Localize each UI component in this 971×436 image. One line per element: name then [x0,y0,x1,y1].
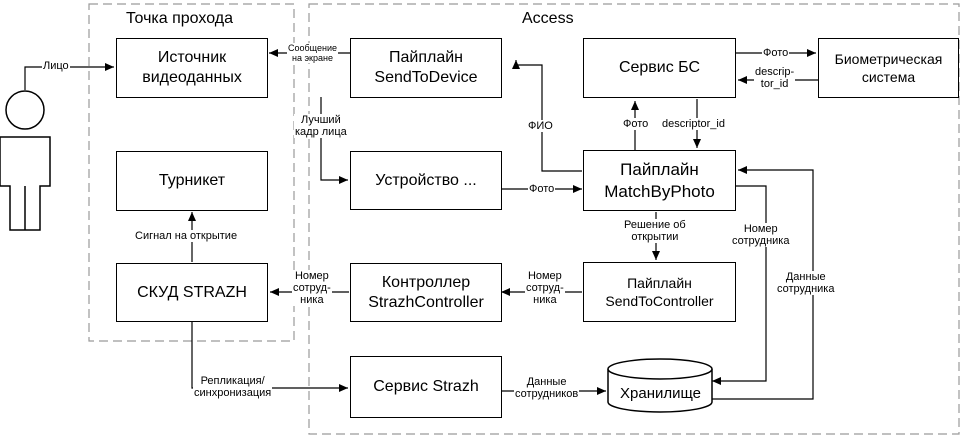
match-by-photo-block: Пайплайн MatchByPhoto [583,150,736,211]
edge-employee-no-right [712,185,767,385]
turnstile-block: Турникет [116,151,268,211]
controller-block: Контроллер StrazhController [350,263,502,322]
bs-service-block: Сервис БС [583,38,736,98]
label-employees-data: Данные сотрудников [514,376,580,400]
label-employee-no-mid: Номер сотруд- ника [525,270,565,306]
device-block: Устройство ... [350,151,502,210]
label-open-signal: Сигнал на открытие [134,230,239,242]
label-employee-no-left: Номер сотруд- ника [292,270,332,306]
label-replication: Репликация/ синхронизация [193,375,273,399]
label-fio: ФИО [527,120,554,132]
storage-cylinder [607,358,713,413]
skud-block: СКУД STRAZH [116,263,268,322]
label-descriptor-down: descriptor_id [661,118,726,130]
label-employee-no-right: Номер сотрудника [731,223,791,247]
label-screen-message: Сообщение на экране [287,43,338,63]
person-icon [0,90,51,231]
edge-replication [191,321,348,392]
label-descriptor-back: descrip- tor_id [754,66,796,90]
access-zone [308,3,960,435]
edge-face [24,63,114,90]
send-to-device-block: Пайплайн SendToDevice [350,38,502,98]
edge-fio [512,60,582,172]
entry-point-title: Точка прохода [126,10,233,27]
send-to-controller-block: Пайплайн SendToController [583,262,736,322]
storage-label: Хранилище [620,385,701,402]
video-source-block: Источник видеоданных [116,38,268,98]
strazh-service-block: Сервис Strazh [350,356,502,418]
access-title: Access [522,10,574,27]
label-open-decision: Решение об открытии [623,219,687,243]
label-employee-data-right: Данные сотрудника [776,271,836,295]
label-best-frame: Лучший кадр лица [294,114,348,138]
label-photo-bio: Фото [762,47,790,59]
edge-best-frame [320,97,348,184]
label-photo-up: Фото [622,118,650,130]
label-photo-device: Фото [528,183,556,195]
label-face: Лицо [42,60,70,72]
biometric-system-block: Биометрическая система [818,38,959,98]
